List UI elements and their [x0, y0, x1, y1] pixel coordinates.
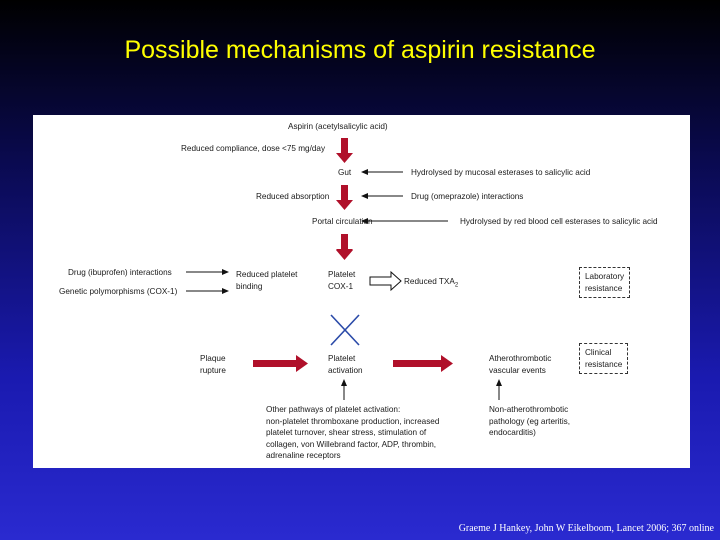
- diagram-arrows: [186, 138, 502, 400]
- red-arrow-plaque-activation: [253, 355, 308, 372]
- label-other-pathways: Other pathways of platelet activation: n…: [266, 405, 440, 460]
- label-genetic-polymorphisms: Genetic polymorphisms (COX-1): [59, 287, 178, 296]
- red-arrow-gut-absorption: [336, 185, 353, 210]
- label-reduced-compliance: Reduced compliance, dose <75 mg/day: [181, 144, 326, 153]
- label-hydrolysed-rbc: Hydrolysed by red blood cell esterases t…: [460, 217, 658, 226]
- label-atherothrombotic: Atherothrombotic vascular events: [489, 354, 552, 375]
- red-arrow-aspirin-gut: [336, 138, 353, 163]
- label-platelet-activation: Platelet activation: [328, 354, 363, 375]
- hollow-arrow-txa: [369, 270, 402, 292]
- black-arrows: [186, 169, 502, 400]
- label-portal-circulation: Portal circulation: [312, 217, 373, 226]
- red-arrow-portal-cox: [336, 234, 353, 259]
- clinical-resistance-box: Clinical resistance: [579, 343, 629, 374]
- blue-cross-icon: [330, 314, 360, 346]
- label-hydrolysed-mucosal: Hydrolysed by mucosal esterases to salic…: [411, 168, 591, 177]
- label-drug-omeprazole: Drug (omeprazole) interactions: [411, 192, 524, 201]
- red-arrow-activation-events: [393, 355, 453, 372]
- label-non-atherothrombotic: Non-atherothrombotic pathology (eg arter…: [489, 405, 571, 437]
- laboratory-resistance-box: Laboratory resistance: [579, 267, 631, 298]
- citation: Graeme J Hankey, John W Eikelboom, Lance…: [458, 523, 714, 534]
- label-drug-ibuprofen: Drug (ibuprofen) interactions: [68, 268, 172, 277]
- label-plaque-rupture: Plaque rupture: [200, 354, 226, 375]
- label-reduced-txa2: Reduced TXA2: [404, 277, 459, 289]
- label-aspirin: Aspirin (acetylsalicylic acid): [288, 122, 388, 131]
- diagram-panel: Aspirin (acetylsalicylic acid) Reduced c…: [33, 115, 690, 468]
- label-reduced-absorption: Reduced absorption: [256, 192, 330, 201]
- label-gut: Gut: [338, 168, 352, 177]
- slide-title: Possible mechanisms of aspirin resistanc…: [124, 36, 596, 64]
- label-platelet-cox1: Platelet COX-1: [328, 270, 356, 291]
- label-reduced-platelet-binding: Reduced platelet binding: [236, 270, 298, 291]
